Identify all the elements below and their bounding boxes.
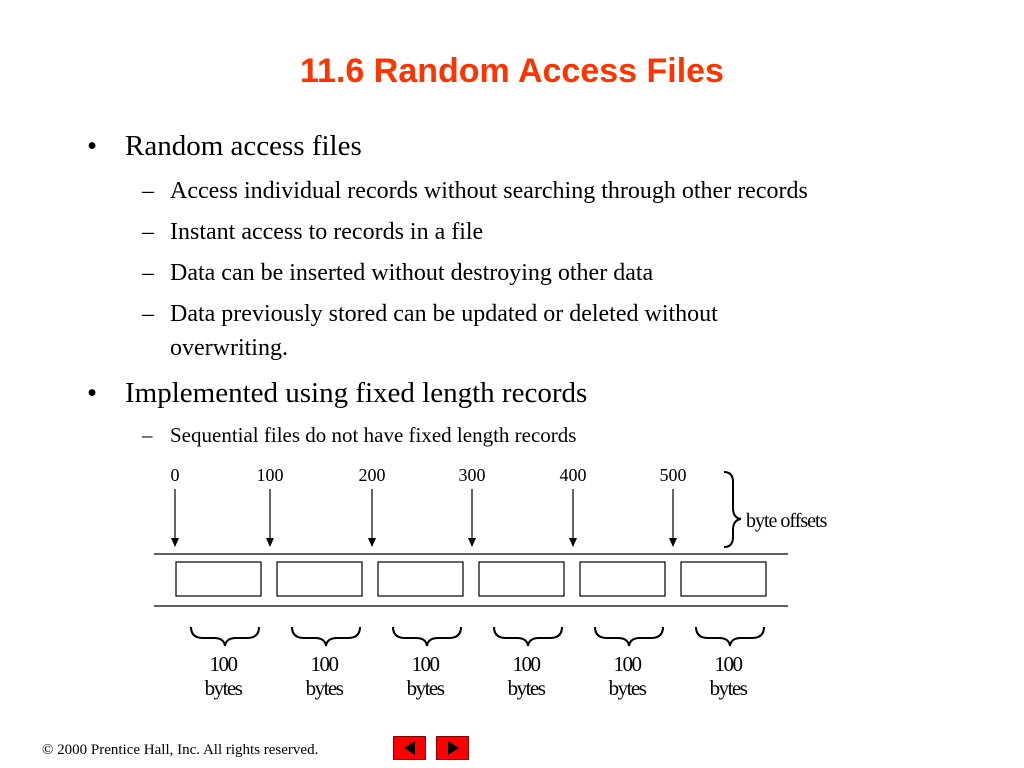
- bullet-item: • Implemented using fixed length records: [87, 377, 588, 410]
- offset-label: 300: [459, 465, 486, 485]
- sub-bullet-item: – Instant access to records in a file: [142, 215, 484, 249]
- dash-marker: –: [142, 178, 154, 204]
- record-size-number: 100: [412, 652, 440, 676]
- dash-marker: –: [142, 219, 154, 245]
- sub-bullet-continuation: overwriting.: [170, 331, 288, 365]
- sub-bullet-text: Data previously stored can be updated or…: [170, 301, 718, 327]
- record-brace: [190, 626, 260, 647]
- sub-bullet-text: Data can be inserted without destroying …: [170, 260, 654, 286]
- record-brace: [392, 626, 462, 647]
- offsets-brace: [723, 471, 742, 548]
- record-size-number: 100: [311, 652, 339, 676]
- record-box: [579, 561, 666, 597]
- record-size-unit: bytes: [205, 676, 243, 700]
- bullet-text: Random access files: [125, 130, 362, 162]
- offset-label: 100: [257, 465, 284, 485]
- record-braces: [190, 626, 765, 647]
- previous-slide-icon: [404, 741, 415, 755]
- record-size-number: 100: [614, 652, 642, 676]
- next-slide-button[interactable]: [436, 736, 469, 760]
- sub-bullet-text: Sequential files do not have fixed lengt…: [170, 423, 577, 447]
- byte-offsets-label: byte offsets: [746, 510, 828, 532]
- record-size-number: 100: [210, 652, 238, 676]
- record-boxes: [175, 561, 767, 597]
- record-box: [276, 561, 363, 597]
- record-size-unit: bytes: [306, 676, 344, 700]
- bullet-item: • Random access files: [87, 130, 362, 163]
- record-brace: [594, 626, 664, 647]
- bullet-marker: •: [87, 377, 98, 409]
- record-size-unit: bytes: [407, 676, 445, 700]
- sub-bullet-item: – Access individual records without sear…: [142, 174, 808, 208]
- dash-marker: –: [142, 301, 154, 327]
- record-size-number: 100: [513, 652, 541, 676]
- slide-title: 11.6 Random Access Files: [300, 52, 724, 90]
- dash-marker: –: [142, 260, 154, 286]
- offset-label: 0: [171, 465, 180, 485]
- record-box: [478, 561, 565, 597]
- copyright-footer: © 2000 Prentice Hall, Inc. All rights re…: [42, 742, 319, 758]
- record-size-unit: bytes: [508, 676, 546, 700]
- sub-bullet-item: – Sequential files do not have fixed len…: [142, 423, 577, 448]
- next-slide-icon: [448, 741, 459, 755]
- sub-bullet-text: overwriting.: [170, 335, 288, 361]
- record-size-number: 100: [715, 652, 743, 676]
- record-box: [377, 561, 464, 597]
- sub-bullet-text: Instant access to records in a file: [170, 219, 484, 245]
- offset-label: 500: [660, 465, 687, 485]
- record-brace: [493, 626, 563, 647]
- offset-label: 400: [560, 465, 587, 485]
- offset-arrows: [171, 489, 677, 547]
- record-size-labels: 100 bytes 100 bytes 100 bytes 100 bytes …: [205, 652, 750, 700]
- sub-bullet-item: – Data can be inserted without destroyin…: [142, 256, 654, 290]
- record-box: [175, 561, 262, 597]
- record-brace: [695, 626, 765, 647]
- previous-slide-button[interactable]: [393, 736, 426, 760]
- dash-marker: –: [142, 423, 153, 447]
- bullet-text: Implemented using fixed length records: [125, 377, 588, 409]
- sub-bullet-text: Access individual records without search…: [170, 178, 808, 204]
- sub-bullet-item: – Data previously stored can be updated …: [142, 297, 718, 331]
- record-size-unit: bytes: [710, 676, 748, 700]
- record-brace: [291, 626, 361, 647]
- record-box: [680, 561, 767, 597]
- record-size-unit: bytes: [609, 676, 647, 700]
- bullet-marker: •: [87, 130, 98, 162]
- offset-label: 200: [359, 465, 386, 485]
